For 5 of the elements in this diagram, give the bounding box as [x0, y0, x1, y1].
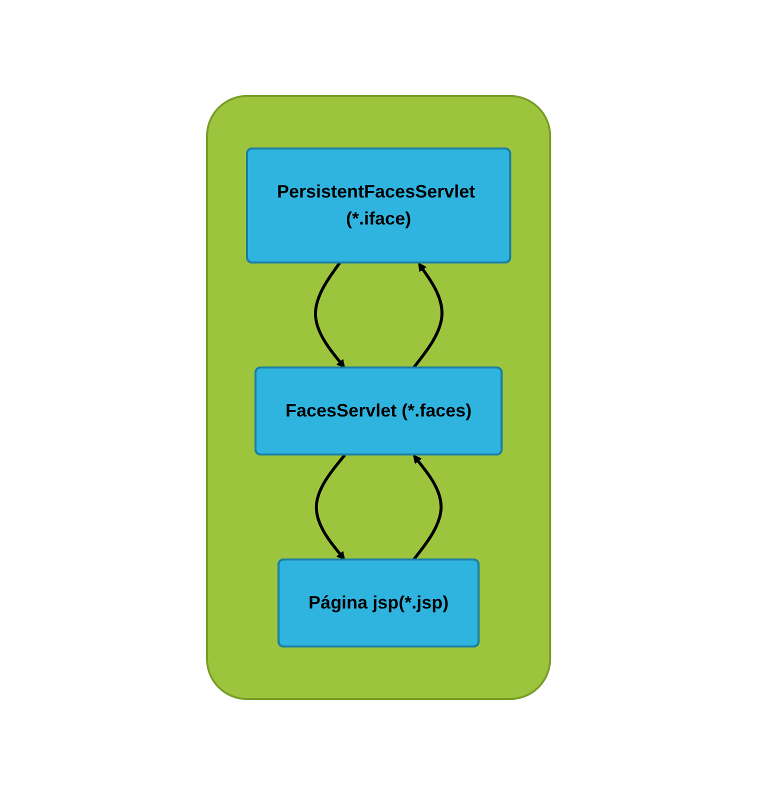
- cluster: [206, 94, 552, 700]
- arrow: [314, 262, 346, 368]
- arrow: [412, 262, 444, 368]
- arrow: [412, 454, 444, 560]
- arrow: [315, 454, 346, 560]
